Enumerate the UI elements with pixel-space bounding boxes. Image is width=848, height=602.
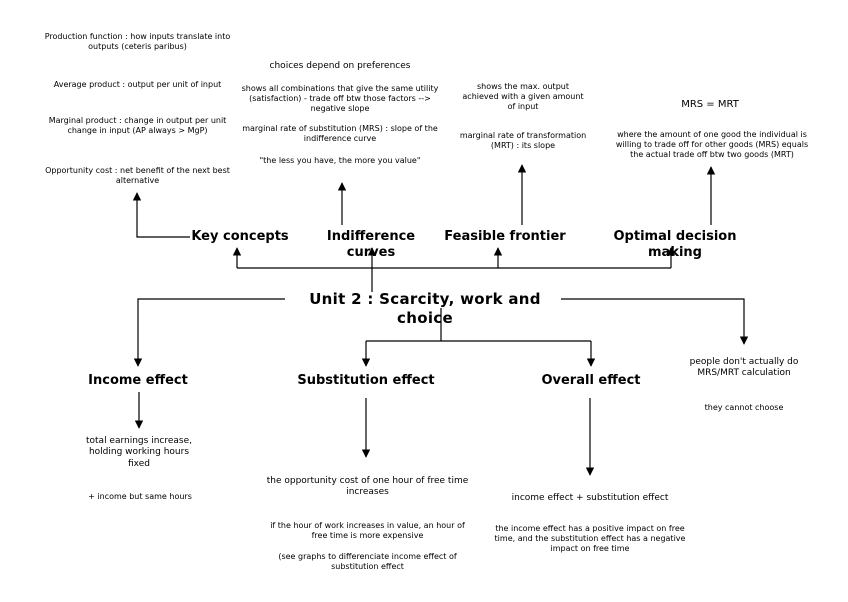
feasible-frontier-definition-text: shows the max. output achieved with a gi… [462, 82, 584, 111]
opportunity-cost-text: Opportunity cost : net benefit of the ne… [45, 166, 230, 185]
mrs-definition-text: marginal rate of substitution (MRS) : sl… [242, 124, 438, 143]
less-you-have-quote: "the less you have, the more you value" [259, 156, 421, 165]
overall-effect-heading: Overall effect [541, 373, 641, 388]
preferences-note: choices depend on preferences [269, 61, 411, 71]
substitution-effect-note-1: if the hour of work increases in value, … [270, 521, 465, 540]
feasible-frontier-heading: Feasible frontier [444, 229, 566, 244]
overall-effect-note: the income effect has a positive impact … [494, 524, 686, 553]
income-effect-note: + income but same hours [88, 492, 192, 501]
cannot-choose-text: they cannot choose [704, 403, 784, 412]
marginal-product-text: Marginal product : change in output per … [48, 116, 227, 135]
optimal-decision-description: where the amount of one good the individ… [615, 130, 809, 159]
substitution-effect-note-2: (see graphs to differenciate income effe… [278, 552, 457, 571]
optimal-decision-heading: Optimal decision making [613, 229, 737, 261]
production-function-text: Production function : how inputs transla… [44, 32, 231, 51]
substitution-effect-heading: Substitution effect [297, 373, 435, 388]
substitution-effect-detail: the opportunity cost of one hour of free… [266, 476, 469, 498]
income-effect-detail: total earnings increase, holding working… [85, 436, 192, 469]
mrt-definition-text: marginal rate of transformation (MRT) : … [459, 131, 587, 150]
income-effect-heading: Income effect [88, 373, 188, 388]
indifference-curves-heading: Indifference curves [326, 229, 416, 261]
average-product-text: Average product : output per unit of inp… [53, 80, 222, 89]
no-calculation-text: people don't actually do MRS/MRT calcula… [689, 357, 799, 379]
unit-title: Unit 2 : Scarcity, work and choice [309, 290, 541, 327]
indifference-definition-text: shows all combinations that give the sam… [241, 84, 439, 113]
overall-effect-detail: income effect + substitution effect [511, 493, 669, 503]
mrs-equals-mrt: MRS = MRT [681, 99, 739, 110]
key-concepts-heading: Key concepts [191, 229, 289, 244]
